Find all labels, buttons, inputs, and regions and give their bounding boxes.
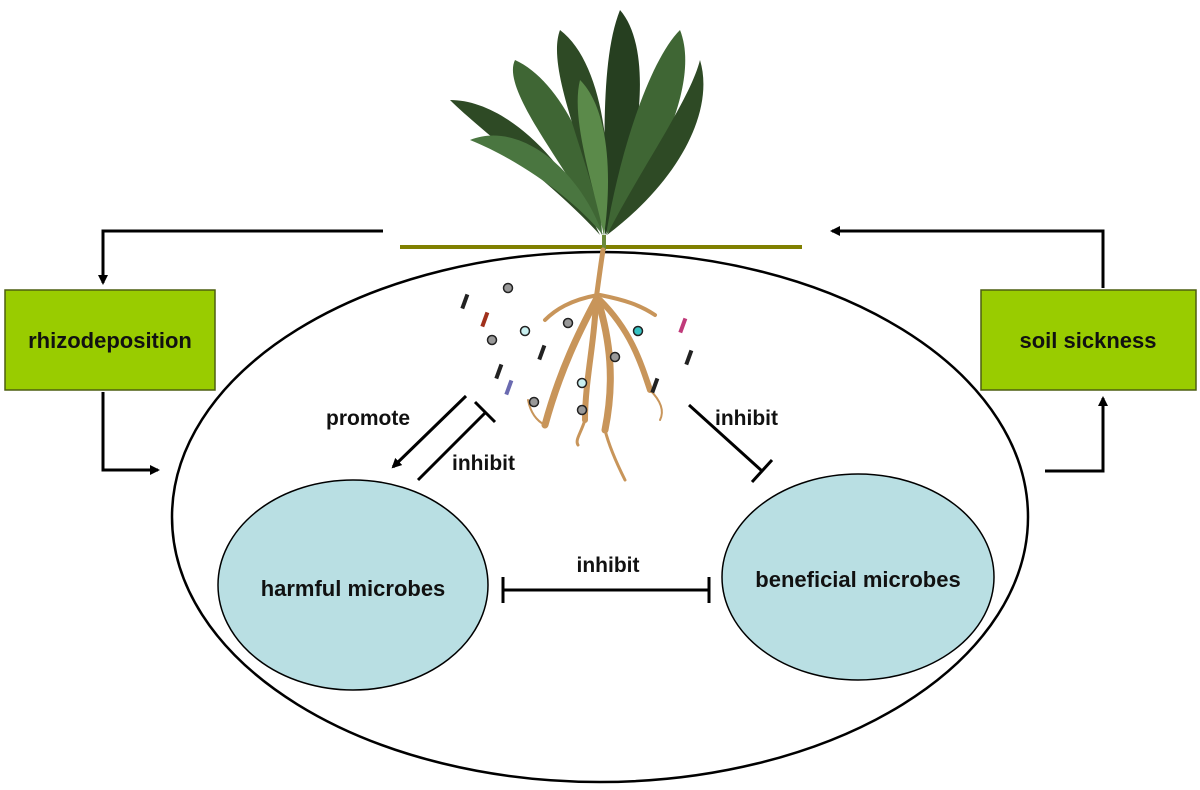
- particle-dash: [684, 349, 694, 366]
- particle-dash: [494, 363, 504, 380]
- particle-dot: [519, 325, 531, 337]
- particle-dot: [528, 396, 540, 408]
- inhibit-bottom-label: inhibit: [577, 554, 640, 577]
- soil-sickness-box: [980, 289, 1197, 391]
- inhibit-right-bar: [750, 458, 774, 484]
- particle-dash: [480, 311, 490, 328]
- rhizodeposition-box: [4, 289, 216, 391]
- particle-dot: [576, 404, 588, 416]
- inhibit-left-line: [416, 411, 487, 482]
- soil-sickness-to-plant-arrow: [830, 226, 1105, 288]
- soil-to-soil-sickness-arrow: [1045, 396, 1108, 473]
- harmful-microbes-label: harmful microbes: [261, 576, 446, 601]
- particle-dot: [562, 317, 574, 329]
- particle-dash: [678, 317, 688, 334]
- particle-dash: [460, 293, 470, 310]
- particle-dash: [537, 344, 547, 361]
- particle-dot: [576, 377, 588, 389]
- beneficial-microbes-label: beneficial microbes: [755, 567, 960, 592]
- particle-dash: [504, 379, 514, 396]
- plant-roots: [527, 247, 663, 482]
- rhizodeposition-to-soil-arrow: [101, 392, 160, 475]
- harmful-microbes-ellipse: [217, 479, 489, 691]
- promote-label: promote: [326, 407, 410, 430]
- plant-leaves: [450, 10, 704, 250]
- rhizodeposit-particles: [460, 282, 694, 416]
- soil-sickness-label: soil sickness: [1020, 328, 1157, 353]
- particle-dot: [609, 351, 621, 363]
- particle-dot: [502, 282, 514, 294]
- inhibit-left-label: inhibit: [452, 452, 515, 475]
- plant-to-rhizodeposition-arrow: [98, 229, 383, 285]
- rhizodeposition-label: rhizodeposition: [28, 328, 192, 353]
- particle-dot: [486, 334, 498, 346]
- inhibit-left-bar: [473, 400, 497, 424]
- inhibit-right-line: [687, 403, 764, 473]
- inhibit-right-label: inhibit: [715, 407, 778, 430]
- beneficial-microbes-ellipse: [721, 473, 995, 681]
- promote-arrow: [391, 394, 468, 469]
- particle-dash: [650, 377, 660, 394]
- particle-dot: [632, 325, 644, 337]
